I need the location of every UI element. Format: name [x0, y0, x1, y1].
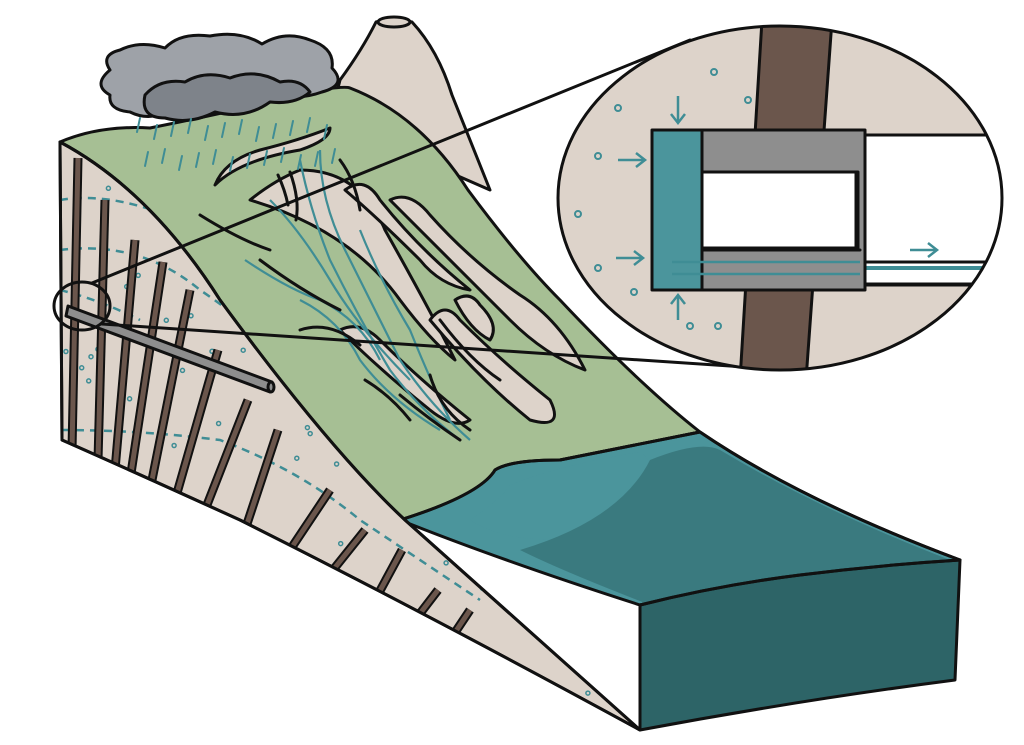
water-top-edge [638, 558, 962, 607]
rain-drop [136, 117, 141, 133]
inset-outline [556, 24, 1004, 372]
rain-drop [255, 126, 260, 142]
inset-pore-dots [574, 68, 752, 330]
pore-dot [88, 353, 94, 360]
rain-drop [323, 124, 328, 140]
pore-dot [574, 210, 582, 218]
pore-dot [163, 317, 170, 324]
pore-dot [614, 104, 622, 112]
arrow-icon [616, 250, 646, 266]
water-top-deep [520, 446, 950, 603]
rain-drop [314, 151, 319, 167]
pore-dot [307, 430, 313, 437]
rain-drop [263, 150, 268, 166]
pile [67, 157, 83, 451]
crater [376, 15, 412, 29]
rain-drop [272, 123, 277, 139]
pile [200, 398, 253, 512]
pore-dot [78, 365, 85, 371]
pore-dot [630, 288, 638, 296]
pore-dot [294, 455, 300, 461]
pile [125, 261, 168, 481]
rain-drop [246, 153, 251, 169]
rain-drop [289, 120, 294, 136]
pile [170, 348, 223, 502]
pore-dot [686, 322, 694, 330]
arrow-icon [670, 96, 686, 126]
rain-drop [331, 148, 336, 164]
rain-drop [187, 118, 192, 134]
rain-drop [195, 152, 200, 168]
pore-dot [594, 152, 602, 160]
zoom-line-bottom [100, 322, 762, 370]
pore-dot [443, 560, 449, 566]
pore-dot [126, 396, 133, 402]
rain-streaks [136, 117, 336, 172]
pile [240, 428, 283, 532]
arrow-icon [910, 242, 940, 258]
mountain-peak [328, 18, 492, 192]
pore-dot [744, 96, 752, 104]
pore-dot [105, 185, 112, 192]
rain-drop [204, 125, 209, 141]
rain-drop [212, 149, 217, 165]
rain-drop [170, 121, 175, 137]
pore-dot [171, 442, 177, 449]
rain-drop [153, 124, 158, 140]
pore-dot [85, 378, 92, 384]
erosion-scars [213, 126, 587, 425]
zoom-line-top [90, 38, 692, 285]
storm-cloud-icon [99, 32, 340, 122]
pore-dot [240, 347, 246, 353]
pore-dot [585, 690, 591, 696]
zoom-marker-circle [52, 280, 112, 332]
pore-dot [594, 264, 602, 272]
rain-drop [280, 147, 285, 163]
pore-dot [179, 367, 186, 374]
pore-dot [710, 68, 718, 76]
soil-face-outline [58, 140, 642, 732]
pile [286, 487, 334, 553]
rain-drop [221, 122, 226, 138]
arrow-icon [670, 292, 686, 320]
inset-filter [650, 128, 704, 292]
pore-dot [333, 461, 340, 467]
pore-dot [304, 424, 311, 431]
pile [110, 239, 140, 471]
rain-drop [161, 148, 166, 164]
rain-drop [238, 119, 243, 135]
inset-arrows [616, 96, 940, 320]
pore-dot [337, 540, 344, 547]
rain-drop [297, 154, 302, 170]
arrow-icon [618, 152, 648, 168]
inset-magnified-view [556, 24, 1004, 372]
pore-dot [63, 348, 69, 355]
inset-casing-void [698, 170, 860, 250]
rain-drop [144, 151, 149, 167]
pore-dot [714, 322, 722, 330]
pile [145, 289, 195, 491]
drainage-pipe [64, 304, 276, 394]
rain-drop [178, 155, 183, 171]
rain-drop [306, 117, 311, 133]
rain-drop [229, 156, 234, 172]
water-edge-outline [398, 430, 962, 562]
inset-pipe-bore [858, 133, 1002, 287]
pore-dot [215, 420, 222, 427]
